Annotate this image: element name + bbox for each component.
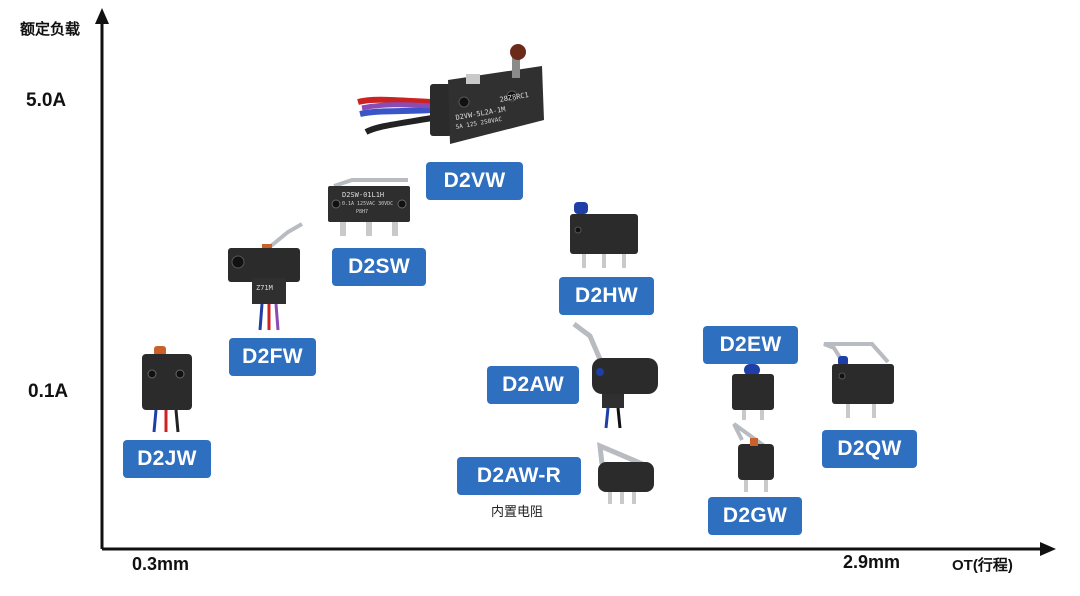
d2aw-r-product-image — [594, 440, 658, 506]
d2aw-product-image — [572, 320, 662, 430]
d2qw-product-image — [822, 340, 898, 420]
x-axis-title: OT(行程) — [952, 557, 1013, 574]
badge-d2aw-r: D2AW-R — [457, 457, 581, 495]
d2ew-product-image — [728, 362, 778, 420]
badge-d2jw: D2JW — [123, 440, 211, 478]
d2hw-product-image — [566, 200, 642, 270]
d2sw-marking-rating: 0.1A 125VAC 30VDC — [342, 201, 393, 207]
badge-d2vw: D2VW — [426, 162, 523, 200]
d2jw-product-image — [138, 342, 196, 434]
x-tick-2-9mm: 2.9mm — [843, 552, 901, 572]
d2fw-marking: Z71M — [256, 284, 273, 292]
d2gw-product-image — [730, 420, 780, 494]
d2fw-product-image: Z71M — [222, 222, 308, 332]
d2sw-marking-code: P8H7 — [356, 209, 368, 215]
y-axis-title: 额定负载 — [20, 21, 81, 38]
built-in-resistor-note: 内置电阻 — [491, 504, 544, 519]
y-tick-5a: 5.0A — [26, 90, 67, 111]
badge-d2hw: D2HW — [559, 277, 654, 315]
d2vw-product-image: 28Z8RC1 D2VW-5L2A-1M 5A 125 250VAC — [352, 40, 552, 150]
badge-d2aw: D2AW — [487, 366, 579, 404]
d2sw-product-image: D2SW-01L1H 0.1A 125VAC 30VDC P8H7 — [322, 170, 414, 242]
badge-d2gw: D2GW — [708, 497, 802, 535]
badge-d2qw: D2QW — [822, 430, 917, 468]
badge-d2ew: D2EW — [703, 326, 798, 364]
badge-d2fw: D2FW — [229, 338, 316, 376]
y-tick-0-1a: 0.1A — [28, 381, 69, 402]
badge-d2sw: D2SW — [332, 248, 426, 286]
x-tick-0-3mm: 0.3mm — [132, 554, 190, 574]
d2sw-marking-model: D2SW-01L1H — [342, 191, 384, 199]
